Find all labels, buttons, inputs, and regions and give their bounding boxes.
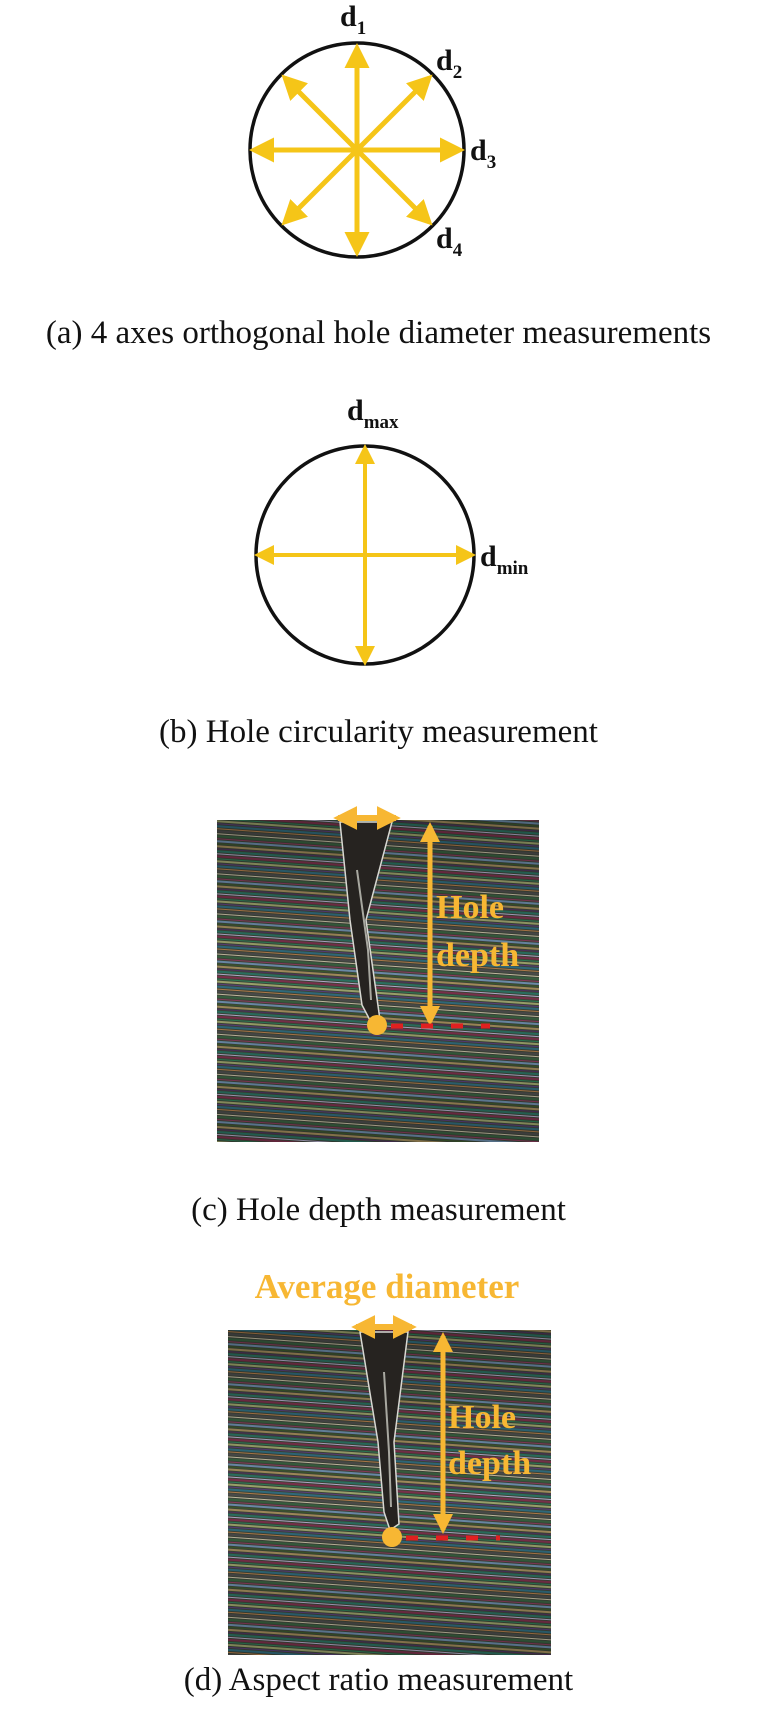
label-d1: d1 [340,0,366,39]
drilled-hole-shape-d [359,1331,409,1532]
label-d2: d2 [436,44,462,83]
cross-section-image-c [217,820,539,1142]
hole-bottom-marker-d [382,1527,402,1547]
panel-b-diagram: dmax dmin [254,394,529,666]
panel-c-diagram: Hole depth [217,806,539,1142]
hole-depth-label-c2: depth [436,937,519,974]
cross-section-image-d [228,1330,551,1655]
panel-a-diagram: d1 d2 d3 d4 [248,0,496,261]
panel-d-diagram: Average diameter Hole depth [228,1267,551,1655]
diameter-arrow-d4 [281,74,433,226]
label-d3: d3 [470,134,496,173]
label-dmax: dmax [347,394,399,433]
hole-depth-label-d: Hole [448,1399,516,1436]
label-d4: d4 [436,222,463,261]
caption-c: (c) Hole depth measurement [191,1192,566,1228]
label-dmin: dmin [480,540,529,579]
caption-a: (a) 4 axes orthogonal hole diameter meas… [45,315,712,351]
hole-bottom-marker-c [367,1015,387,1035]
hole-depth-label-d2: depth [448,1445,531,1482]
caption-b: (b) Hole circularity measurement [159,714,598,750]
caption-d: (d) Aspect ratio measurement [183,1662,574,1698]
hole-depth-label-c: Hole [436,889,504,926]
average-diameter-title: Average diameter [255,1267,520,1306]
